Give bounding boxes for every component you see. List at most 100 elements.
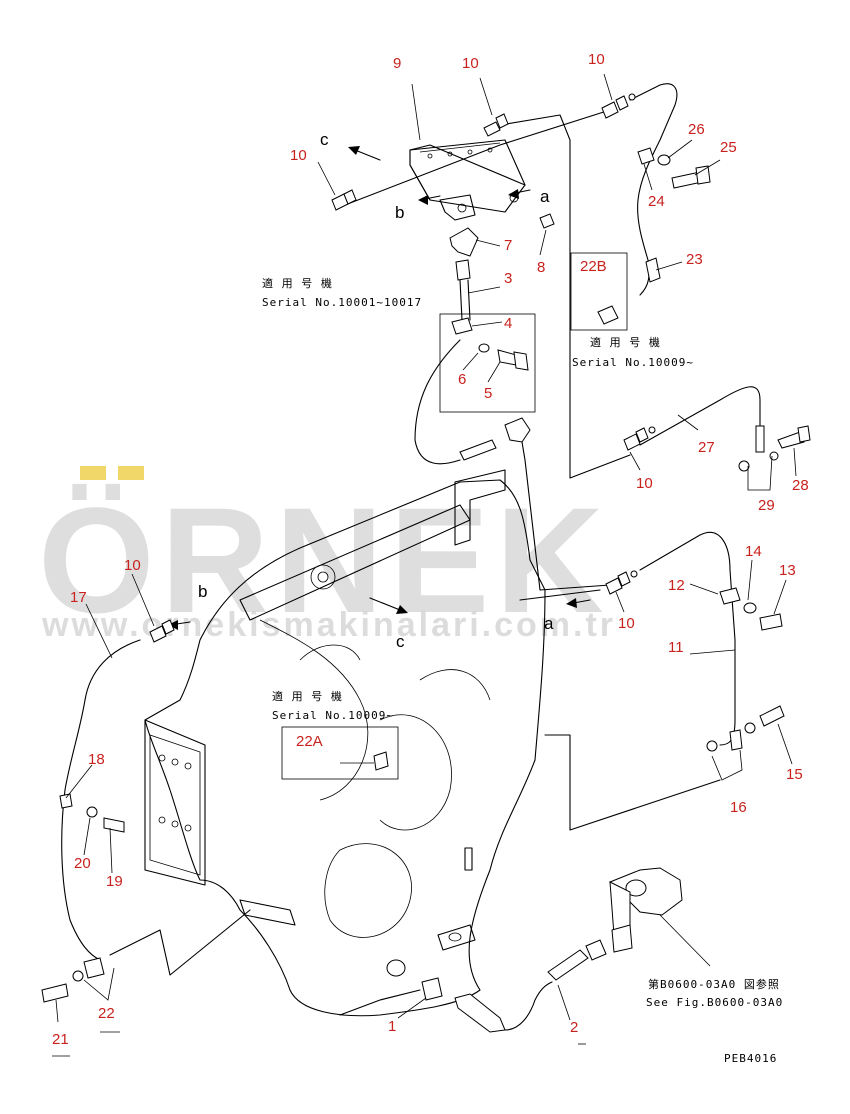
part-number-24: 24 — [648, 193, 665, 210]
part-number-3: 3 — [504, 270, 512, 287]
fitting-10-right — [623, 433, 641, 451]
notes: 適 用 号 機 Serial No.10001~10017 適 用 号 機 Se… — [262, 276, 783, 1065]
drawing-code: PEB4016 — [724, 1052, 777, 1065]
see-fig-en: See Fig.B0600-03A0 — [646, 996, 783, 1009]
view-letter-a-mid: a — [544, 614, 554, 633]
box-22a-frame — [281, 726, 399, 780]
applicable-label-mid: 適 用 号 機 — [272, 689, 343, 703]
bracket-assembly-9 — [409, 139, 526, 221]
serial-label-right: Serial No.10009~ — [572, 356, 694, 369]
fitting-10-midleft — [149, 625, 167, 643]
clip-29 — [755, 425, 765, 453]
part-number-13: 13 — [779, 562, 796, 579]
hose-23-end — [645, 257, 661, 283]
part-number-18: 18 — [88, 751, 105, 768]
hose-3-end — [455, 259, 471, 281]
watermark-dot-left — [80, 466, 106, 480]
part-number-23: 23 — [686, 251, 703, 268]
part-number-7: 7 — [504, 237, 512, 254]
bolt-21 — [41, 983, 69, 1003]
hose-2-end-upper — [547, 949, 589, 981]
box-label-22b: 22B — [580, 258, 607, 275]
part-number-12: 12 — [668, 577, 685, 594]
washer-16 — [706, 740, 718, 752]
part-number-22: 22 — [98, 1005, 115, 1022]
sensor-22a — [373, 751, 389, 771]
fitting-10-topright — [601, 101, 619, 119]
fitting-10-mid — [605, 577, 623, 595]
pipe-lines — [61, 83, 761, 1031]
part-number-29: 29 — [758, 497, 775, 514]
fittings — [41, 93, 811, 1033]
part-number-19: 19 — [106, 873, 123, 890]
view-letter-b-left: b — [198, 582, 207, 601]
watermark-dot-right — [118, 466, 144, 480]
clip-24 — [637, 147, 655, 165]
elbow-7 — [449, 227, 479, 257]
part-number-16: 16 — [730, 799, 747, 816]
clip-18 — [59, 793, 73, 809]
box-22b-frame — [570, 252, 628, 331]
part-number-4: 4 — [504, 315, 512, 332]
clip-22 — [83, 957, 105, 979]
fitting-10-top — [483, 121, 501, 137]
part-number-26: 26 — [688, 121, 705, 138]
serial-label-mid: Serial No.10009~ — [272, 709, 394, 722]
part-number-9: 9 — [393, 55, 401, 72]
fitting-1 — [421, 977, 443, 1001]
part-number-6: 6 — [458, 371, 466, 388]
view-letter-b-top: b — [395, 203, 404, 222]
bolt-19 — [103, 817, 125, 833]
box-label-22a: 22A — [296, 733, 323, 750]
washer-20 — [86, 806, 98, 818]
port-1 — [386, 959, 406, 977]
view-letter-a-top: a — [540, 187, 550, 206]
part-number-10-midleft: 10 — [124, 557, 141, 574]
washer-26 — [657, 154, 671, 166]
bolt-15 — [759, 705, 785, 727]
part-number-27: 27 — [698, 439, 715, 456]
clip-12 — [719, 587, 741, 605]
see-fig-jp: 第B0600-03A0 図参照 — [648, 977, 780, 991]
hose-connector — [459, 439, 497, 461]
view-arrows — [168, 146, 591, 630]
view-letters: c b a b a c — [198, 130, 554, 651]
view-letter-c-top: c — [320, 130, 329, 149]
washer-29 — [738, 460, 750, 472]
sensor-22b — [597, 305, 619, 325]
frames — [52, 73, 797, 1057]
part-number-11: 11 — [668, 639, 684, 656]
nut-8 — [539, 213, 555, 229]
part-number-28: 28 — [792, 477, 809, 494]
bolt-13 — [759, 613, 783, 631]
box-labels: 22B 22A — [296, 258, 607, 750]
part-number-10-left: 10 — [290, 147, 307, 164]
watermark-url: www.ornekismakinalari.com.tr — [41, 606, 616, 644]
part-number-10-right: 10 — [636, 475, 653, 492]
part-number-2: 2 — [570, 1019, 578, 1036]
part-number-14: 14 — [745, 543, 762, 560]
view-letter-c-mid: c — [396, 632, 405, 651]
part-number-1: 1 — [388, 1018, 396, 1035]
part-number-8: 8 — [537, 259, 545, 276]
clip-16 — [729, 729, 743, 751]
bolt-28 — [777, 431, 805, 449]
part-number-5: 5 — [484, 385, 492, 402]
clip-4 — [451, 317, 473, 335]
part-number-10-topright: 10 — [588, 51, 605, 68]
part-number-20: 20 — [74, 855, 91, 872]
part-numbers: 9 10 10 10 26 25 24 7 8 3 23 4 6 5 27 28… — [52, 51, 809, 1048]
watermark: ÖRNEK www.ornekismakinalari.com.tr — [38, 466, 616, 644]
part-number-10-mid: 10 — [618, 615, 635, 632]
transmission-housing — [144, 469, 546, 1017]
washer-6 — [478, 343, 490, 353]
part-number-10-top: 10 — [462, 55, 479, 72]
washer-14 — [743, 602, 757, 614]
applicable-label-right: 適 用 号 機 — [590, 335, 661, 349]
watermark-brand: ÖRNEK — [38, 476, 610, 644]
elbow-upper — [504, 417, 531, 443]
applicable-label-top: 適 用 号 機 — [262, 276, 333, 290]
part-number-17: 17 — [70, 589, 87, 606]
part-number-25: 25 — [720, 139, 737, 156]
